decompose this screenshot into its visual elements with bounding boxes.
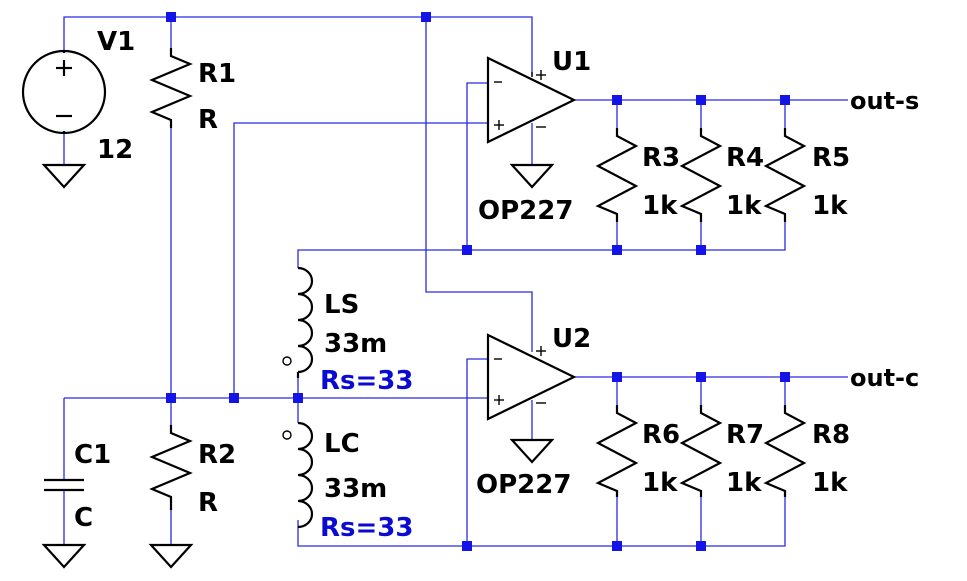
r6-value: 1k	[642, 468, 678, 498]
c1-value: C	[74, 503, 93, 533]
resistor-r5[interactable]	[763, 128, 807, 222]
u2-value: OP227	[476, 470, 571, 500]
r5-value: 1k	[812, 191, 848, 221]
capacitor-c1[interactable]	[44, 478, 84, 492]
resistor-r6[interactable]	[595, 405, 639, 497]
ls-value: 33m	[324, 329, 387, 359]
opamp-triangle-icon	[486, 56, 577, 144]
ground-c1-icon	[41, 543, 87, 569]
r7-name: R7	[726, 420, 764, 450]
voltage-source-v1[interactable]	[21, 49, 107, 135]
r2-name: R2	[198, 440, 236, 470]
wire-u1-plus	[233, 122, 488, 398]
resistor-r1[interactable]	[149, 48, 193, 128]
wire-lc-bottom	[297, 497, 786, 547]
net-label-out-c: out-c	[850, 364, 919, 392]
r7-value: 1k	[726, 468, 762, 498]
junction-dot	[462, 245, 472, 255]
wire-u1-minus	[466, 82, 488, 250]
u1-name: U1	[552, 47, 591, 77]
r3-value: 1k	[642, 191, 678, 221]
junction-dot	[780, 95, 790, 105]
lc-value: 33m	[324, 474, 387, 504]
r3-name: R3	[642, 143, 680, 173]
u1-value: OP227	[478, 196, 573, 226]
r6-name: R6	[642, 420, 680, 450]
wire-u2-minus	[466, 358, 488, 546]
inductor-ls[interactable]	[282, 266, 314, 378]
grounds	[41, 163, 555, 569]
lc-name: LC	[324, 429, 360, 459]
opamp-u1[interactable]	[486, 56, 577, 144]
junction-dot	[166, 12, 176, 22]
wires	[63, 16, 848, 547]
junctions	[166, 12, 790, 551]
resistor-r3[interactable]	[595, 128, 639, 222]
r1-value: R	[198, 105, 218, 135]
wire-vcc-u2	[425, 17, 533, 352]
ground-v1-icon	[41, 163, 87, 189]
wire-top-rail	[63, 16, 533, 77]
resistor-r7[interactable]	[679, 405, 723, 497]
ls-series-resistance: Rs=33	[320, 366, 413, 396]
ground-u1-icon	[509, 163, 555, 189]
inductor-lc[interactable]	[282, 421, 314, 529]
resistor-r4[interactable]	[679, 128, 723, 222]
r4-name: R4	[726, 143, 764, 173]
junction-dot	[696, 95, 706, 105]
v1-name: V1	[97, 27, 135, 57]
opamp-triangle-icon	[486, 333, 577, 421]
r2-value: R	[198, 488, 218, 518]
junction-dot	[780, 372, 790, 382]
ground-r2-icon	[148, 543, 194, 569]
ls-name: LS	[324, 290, 359, 320]
opamp-u2[interactable]	[486, 333, 577, 421]
lc-series-resistance: Rs=33	[320, 513, 413, 543]
junction-dot	[462, 541, 472, 551]
c1-name: C1	[74, 440, 111, 470]
r4-value: 1k	[726, 191, 762, 221]
r8-name: R8	[812, 420, 850, 450]
resistor-r8[interactable]	[763, 405, 807, 497]
junction-dot	[612, 245, 622, 255]
ground-u2-icon	[509, 438, 555, 464]
junction-dot	[612, 95, 622, 105]
junction-dot	[229, 393, 239, 403]
r8-value: 1k	[812, 468, 848, 498]
junction-dot	[421, 12, 431, 22]
wire-ls-top	[297, 222, 786, 268]
inductor-ls-polarity-icon	[282, 356, 292, 366]
r5-name: R5	[812, 143, 850, 173]
u2-name: U2	[552, 324, 591, 354]
inductor-lc-polarity-icon	[282, 430, 292, 440]
v1-value: 12	[97, 135, 133, 165]
junction-dot	[612, 541, 622, 551]
resistor-r2[interactable]	[149, 425, 193, 510]
junction-dot	[612, 372, 622, 382]
junction-dot	[696, 372, 706, 382]
junction-dot	[696, 245, 706, 255]
junction-dot	[696, 541, 706, 551]
net-label-out-s: out-s	[850, 87, 919, 115]
r1-name: R1	[198, 59, 236, 89]
junction-dot	[166, 393, 176, 403]
junction-dot	[293, 393, 303, 403]
